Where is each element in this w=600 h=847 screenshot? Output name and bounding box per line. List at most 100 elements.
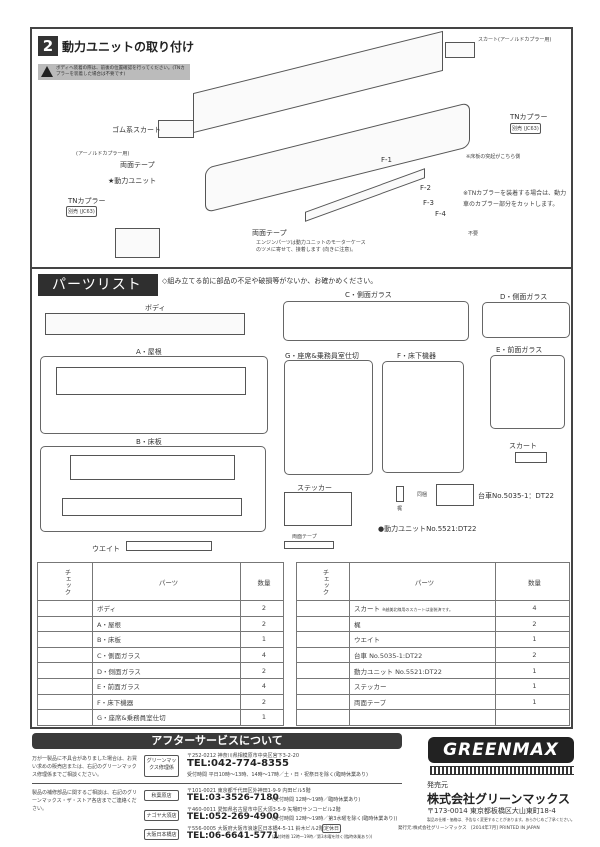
contact-tel: TEL:06-6641-5771 [187, 831, 279, 841]
tn-coupler-right-label: TNカプラー [510, 113, 548, 121]
rail-decoration [430, 766, 574, 775]
part-qty: 1 [495, 693, 570, 711]
part-name: 両面テープ [349, 693, 496, 711]
f4-label: F-4 [435, 210, 447, 218]
step-number: 2 [38, 36, 58, 56]
sticker-part [284, 492, 352, 526]
wheel-label: 梶 [397, 506, 403, 512]
check-box[interactable] [37, 631, 93, 648]
warning-icon [41, 66, 53, 77]
contact-tag: 秋葉原店 [144, 790, 179, 801]
skirt-label: スカート [509, 442, 537, 450]
check-box[interactable] [296, 631, 350, 648]
part-name [349, 709, 496, 726]
double-tape-label-2: 両面テープ [252, 229, 287, 237]
bogie-label: 台車No.5035-1：DT22 [478, 492, 554, 500]
part-name: G・座席&乗務員室仕切 [92, 709, 241, 726]
power-unit-label: ★動力ユニット [108, 177, 157, 185]
check-box[interactable] [37, 693, 93, 711]
tn-coupler-tag: 別売 (JC63) [66, 206, 97, 217]
part-qty: 2 [240, 600, 284, 617]
part-qty [495, 709, 570, 726]
header-parts: パーツ [92, 562, 241, 601]
check-box[interactable] [296, 662, 350, 679]
check-box[interactable] [296, 615, 350, 633]
check-box[interactable] [37, 600, 93, 617]
c-glass-part [283, 301, 469, 341]
tn-coupler-right-tag: 別売 (JC63) [510, 123, 541, 134]
double-tape-label: 両面テープ [120, 161, 155, 169]
f-under-label: F・床下機器 [397, 352, 437, 360]
closed-badge: 定休日 [322, 824, 342, 833]
company-name: 株式会社グリーンマックス [427, 792, 571, 806]
check-box[interactable] [37, 646, 93, 664]
tape-label: 両面テープ [292, 534, 317, 540]
bogie-part [436, 484, 474, 506]
floor-label: B・床板 [136, 438, 162, 446]
after-service-title: アフターサービスについて [32, 733, 402, 749]
print-footer: 発行元:株式会社グリーンマックス [2014年7月] PRINTED IN JA… [398, 826, 540, 831]
tn-coupler-label: TNカプラー [68, 197, 106, 205]
d-glass-part [482, 302, 570, 338]
contact-hours: (受付時間 12時〜19時／第3水曜を除く(臨時休業あり)) [272, 816, 398, 822]
part-name: B・床板 [92, 631, 241, 648]
body-label: ボディ [145, 304, 166, 312]
skirt-illustration [158, 120, 194, 138]
check-box[interactable] [37, 677, 93, 695]
contact-tel: TEL:042-774-8355 [187, 758, 289, 769]
part-note: ※越美北線用のスカートは塗装済です。 [382, 607, 454, 613]
check-box[interactable] [296, 709, 350, 726]
header-check: チェック [37, 562, 93, 601]
part-name: ウエイト [349, 631, 496, 648]
skirt-right-illustration [445, 42, 475, 58]
check-box[interactable] [37, 615, 93, 633]
part-name: ボディ [92, 600, 241, 617]
contact-tag: ナゴヤ大須店 [144, 810, 179, 821]
check-box[interactable] [296, 600, 350, 617]
skirt-part [515, 452, 547, 463]
check-box[interactable] [296, 646, 350, 664]
part-name: F・床下機器 [92, 693, 241, 711]
part-name-text: スカート [354, 605, 380, 614]
check-box[interactable] [296, 677, 350, 695]
contact-tel: TEL:03-3526-7180 [187, 793, 279, 803]
table-row: スカート ※越美北線用のスカートは塗装済です。4 [296, 600, 570, 617]
contact-hours: (受付時間 12時〜19時／臨時休業あり) [272, 797, 361, 803]
part-qty: 2 [495, 615, 570, 633]
company-address: 〒173-0014 東京都板橋区大山東町18-4 [427, 807, 556, 815]
publisher-label: 発売元 [427, 781, 448, 789]
g-seat-part [284, 360, 373, 475]
wheel-part [396, 486, 404, 502]
rubber-skirt-sub: (アーノルドカプラー用) [76, 151, 130, 157]
part-name: ステッカー [349, 677, 496, 695]
install-section [32, 29, 571, 269]
warning-bar: ボディへ装着の際は、前後の位置確認を行ってください。(TNカプラーを装着した場合… [38, 64, 190, 80]
part-qty: 4 [240, 677, 284, 695]
table-row [296, 709, 570, 726]
contact-tag: グリーンマックス修理係 [144, 755, 179, 777]
after-service-text-2: 製品の補修部品に関するご相談は、右記のグリーンマックス・ザ・ストア各店までご連絡… [32, 790, 138, 812]
part-qty: 4 [240, 646, 284, 664]
weight-part [126, 541, 212, 551]
header-check: チェック [296, 562, 350, 601]
e-glass-label: E・前面ガラス [496, 346, 543, 354]
check-box[interactable] [37, 709, 93, 726]
disclaimer: 製品の仕様・価格は、予告なく変更することがあります。あらかじめご了承ください。 [427, 817, 575, 822]
part-qty: 2 [240, 693, 284, 711]
check-box[interactable] [296, 693, 350, 711]
part-name: スカート ※越美北線用のスカートは塗装済です。 [349, 600, 496, 617]
check-box[interactable] [37, 662, 93, 679]
tape-part [284, 541, 334, 549]
part-qty: 1 [495, 631, 570, 648]
skirt-right-label: スカート(アーノルドカプラー用) [478, 37, 552, 43]
contact-address: 〒252-0212 神奈川県相模原市中央区宮下3-2-20 [187, 753, 299, 759]
